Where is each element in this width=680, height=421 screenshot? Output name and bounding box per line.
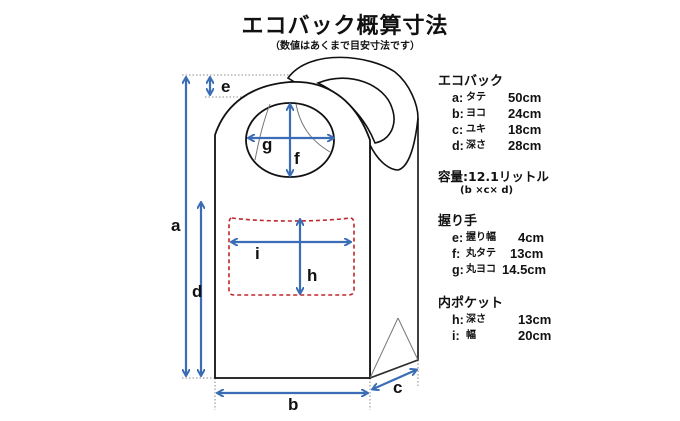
arrow-c xyxy=(373,370,416,389)
spec-key: g: xyxy=(452,263,464,277)
spec-name: ユキ xyxy=(466,124,486,135)
spec-key: d: xyxy=(452,139,464,153)
spec-capacity: 容量:12.1リットル (b ×c× d) xyxy=(438,166,568,196)
capacity-line: 容量:12.1リットル xyxy=(438,166,568,185)
spec-name: 丸タテ xyxy=(466,248,496,259)
spec-row: d: 深さ 28cm xyxy=(438,138,568,154)
label-g: g xyxy=(262,135,272,154)
spec-row: h: 深さ 13cm xyxy=(438,312,568,328)
spec-value: 13cm xyxy=(510,246,544,261)
page-subtitle: （数値はあくまで目安寸法です） xyxy=(270,41,420,52)
spec-value: 14.5cm xyxy=(502,262,547,277)
spec-value: 28cm xyxy=(508,138,542,153)
inner-pocket xyxy=(228,217,355,296)
spec-key: a: xyxy=(452,91,464,105)
label-i: i xyxy=(255,244,260,263)
spec-value: 24cm xyxy=(508,106,542,121)
label-f: f xyxy=(294,149,300,168)
spec-panel: エコバック a: タテ 50cm b: ヨコ 24cm c: ユキ 18cm d… xyxy=(438,70,568,358)
spec-row: g: 丸ヨコ 14.5cm xyxy=(438,262,568,278)
page-title: エコバック概算寸法 xyxy=(241,14,449,39)
label-e: e xyxy=(221,77,230,96)
spec-bag: エコバック a: タテ 50cm b: ヨコ 24cm c: ユキ 18cm d… xyxy=(438,70,568,154)
spec-row: f: 丸タテ 13cm xyxy=(438,246,568,262)
label-a: a xyxy=(171,216,181,235)
spec-key: i: xyxy=(452,329,460,343)
capacity-value: 12.1リットル xyxy=(468,169,549,184)
spec-row: e: 握り幅 4cm xyxy=(438,230,568,246)
back-handle-seen-through xyxy=(295,103,331,153)
spec-name: 丸ヨコ xyxy=(466,264,496,275)
spec-pocket-heading: 内ポケット xyxy=(438,296,504,311)
spec-row: i: 幅 20cm xyxy=(438,328,568,344)
spec-value: 4cm xyxy=(518,230,545,245)
spec-value: 20cm xyxy=(518,328,552,343)
spec-row: b: ヨコ 24cm xyxy=(438,106,568,122)
label-b: b xyxy=(288,395,298,414)
spec-name: 深さ xyxy=(466,314,486,325)
spec-pocket: 内ポケット h: 深さ 13cm i: 幅 20cm xyxy=(438,292,568,344)
spec-key: c: xyxy=(452,123,464,137)
spec-row: a: タテ 50cm xyxy=(438,90,568,106)
spec-value: 50cm xyxy=(508,90,542,105)
dimension-arrows xyxy=(186,78,416,393)
spec-name: ヨコ xyxy=(466,108,486,119)
label-h: h xyxy=(307,266,317,285)
spec-bag-heading: エコバック xyxy=(438,74,504,89)
spec-name: タテ xyxy=(466,92,486,103)
spec-handle-heading: 握り手 xyxy=(438,214,478,229)
spec-handle: 握り手 e: 握り幅 4cm f: 丸タテ 13cm g: 丸ヨコ 14.5cm xyxy=(438,210,568,278)
capacity-formula: (b ×c× d) xyxy=(460,185,514,196)
spec-name: 握り幅 xyxy=(466,232,496,243)
spec-name: 深さ xyxy=(466,140,486,151)
capacity-label: 容量: xyxy=(438,169,468,184)
spec-key: b: xyxy=(452,107,464,121)
spec-key: f: xyxy=(452,247,461,261)
spec-row: c: ユキ 18cm xyxy=(438,122,568,138)
spec-value: 18cm xyxy=(508,122,542,137)
spec-name: 幅 xyxy=(466,330,476,341)
side-fold xyxy=(369,117,419,171)
label-d: d xyxy=(192,282,202,301)
label-c: c xyxy=(393,378,402,397)
spec-key: e: xyxy=(452,231,464,245)
spec-key: h: xyxy=(452,313,464,327)
spec-value: 13cm xyxy=(518,312,552,327)
